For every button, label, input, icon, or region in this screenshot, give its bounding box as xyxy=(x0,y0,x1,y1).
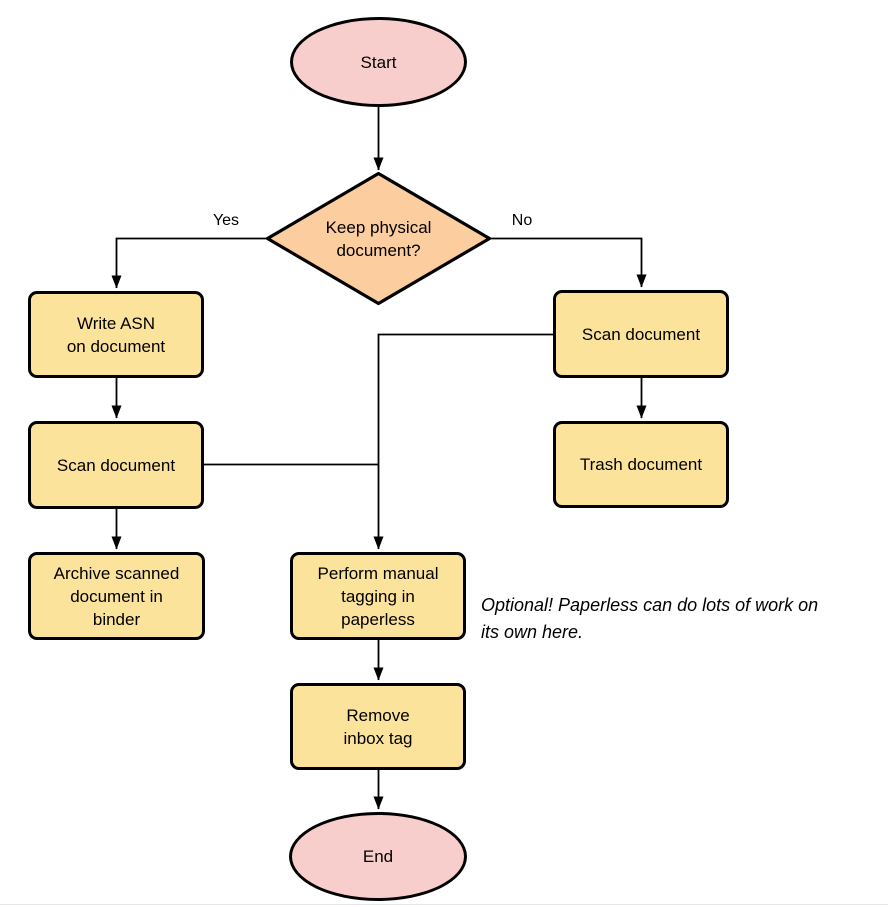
edge-scan-right-to-tagging xyxy=(373,333,553,550)
decision-node-label-line2: document? xyxy=(336,240,421,260)
edge-decision-no-to-scan-right xyxy=(490,237,647,288)
remove-inbox-tag-node: Remove inbox tag xyxy=(290,683,466,770)
manual-tagging-node: Perform manual tagging in paperless xyxy=(290,552,466,640)
start-node: Start xyxy=(290,17,467,107)
archive-label-line3: binder xyxy=(92,609,141,629)
remove-inbox-tag-label-line2: inbox tag xyxy=(343,728,413,748)
write-asn-node: Write ASN on document xyxy=(28,291,204,378)
manual-tagging-label-line1: Perform manual xyxy=(317,563,439,583)
manual-tagging-label-line3: paperless xyxy=(341,609,415,629)
manual-tagging-label-line2: tagging in xyxy=(341,586,415,606)
optional-annotation-line1: Optional! Paperless can do lots of work … xyxy=(481,595,819,615)
decision-node: Keep physical document? xyxy=(266,172,491,305)
bottom-divider xyxy=(0,904,888,905)
trash-document-label: Trash document xyxy=(579,455,703,474)
decision-diamond-shape xyxy=(265,171,492,306)
remove-inbox-tag-label-line1: Remove xyxy=(346,705,410,725)
edge-label-yes: Yes xyxy=(212,212,240,229)
scan-document-left-node: Scan document xyxy=(28,421,204,509)
write-asn-label-line1: Write ASN xyxy=(76,313,156,333)
end-node-label: End xyxy=(362,847,394,866)
scan-document-right-label: Scan document xyxy=(581,324,701,344)
scan-document-right-node: Scan document xyxy=(553,290,729,378)
scan-document-left-label: Scan document xyxy=(56,455,176,475)
decision-node-label-line1: Keep physical xyxy=(325,217,432,237)
write-asn-label-line2: on document xyxy=(66,336,166,356)
archive-label-line1: Archive scanned xyxy=(53,563,180,583)
optional-annotation: Optional! Paperless can do lots of work … xyxy=(481,592,818,646)
optional-annotation-line2: its own here. xyxy=(481,622,584,642)
end-node: End xyxy=(289,812,467,901)
edge-label-no: No xyxy=(511,212,533,229)
edge-decision-yes-to-write-asn xyxy=(111,237,267,289)
start-node-label: Start xyxy=(360,52,397,72)
archive-node: Archive scanned document in binder xyxy=(28,552,205,640)
archive-label-line2: document in xyxy=(70,586,163,606)
trash-document-node: Trash document xyxy=(553,421,729,508)
